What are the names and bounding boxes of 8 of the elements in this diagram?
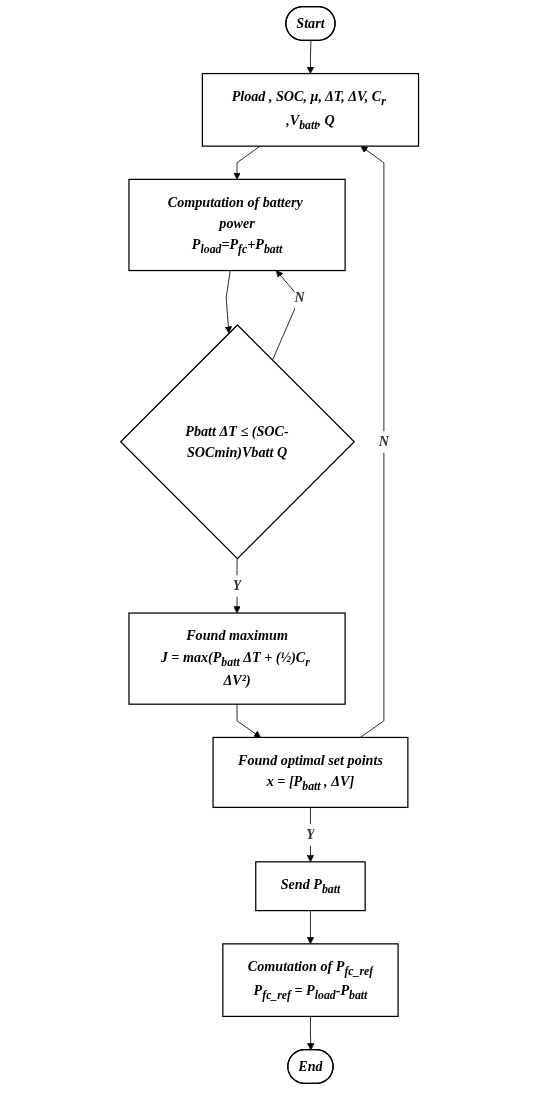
node-box: Found maximum J = max(P$_{batt}$ ΔT + (½)C$_{r}$ ΔV²): [128, 612, 346, 705]
node-box: Pload , SOC, μ, ΔT, ΔV, C$_{r}$ ,V$_{batt}$, Q: [201, 72, 420, 147]
node-box: Found optimal set points x = [P$_{batt}$ , ΔV]: [212, 736, 409, 809]
node-diamond: Pbatt ΔT ≤ (SOC-SOCmin)Vbatt Q: [119, 324, 356, 560]
node-box: Computation of battery power P$_{load}$=P$_{fc}$+P$_{batt}$: [128, 178, 346, 272]
node-box: Send P$_{batt}$: [255, 861, 366, 912]
edge-label: N: [378, 433, 389, 450]
edge-label: N: [294, 289, 305, 306]
